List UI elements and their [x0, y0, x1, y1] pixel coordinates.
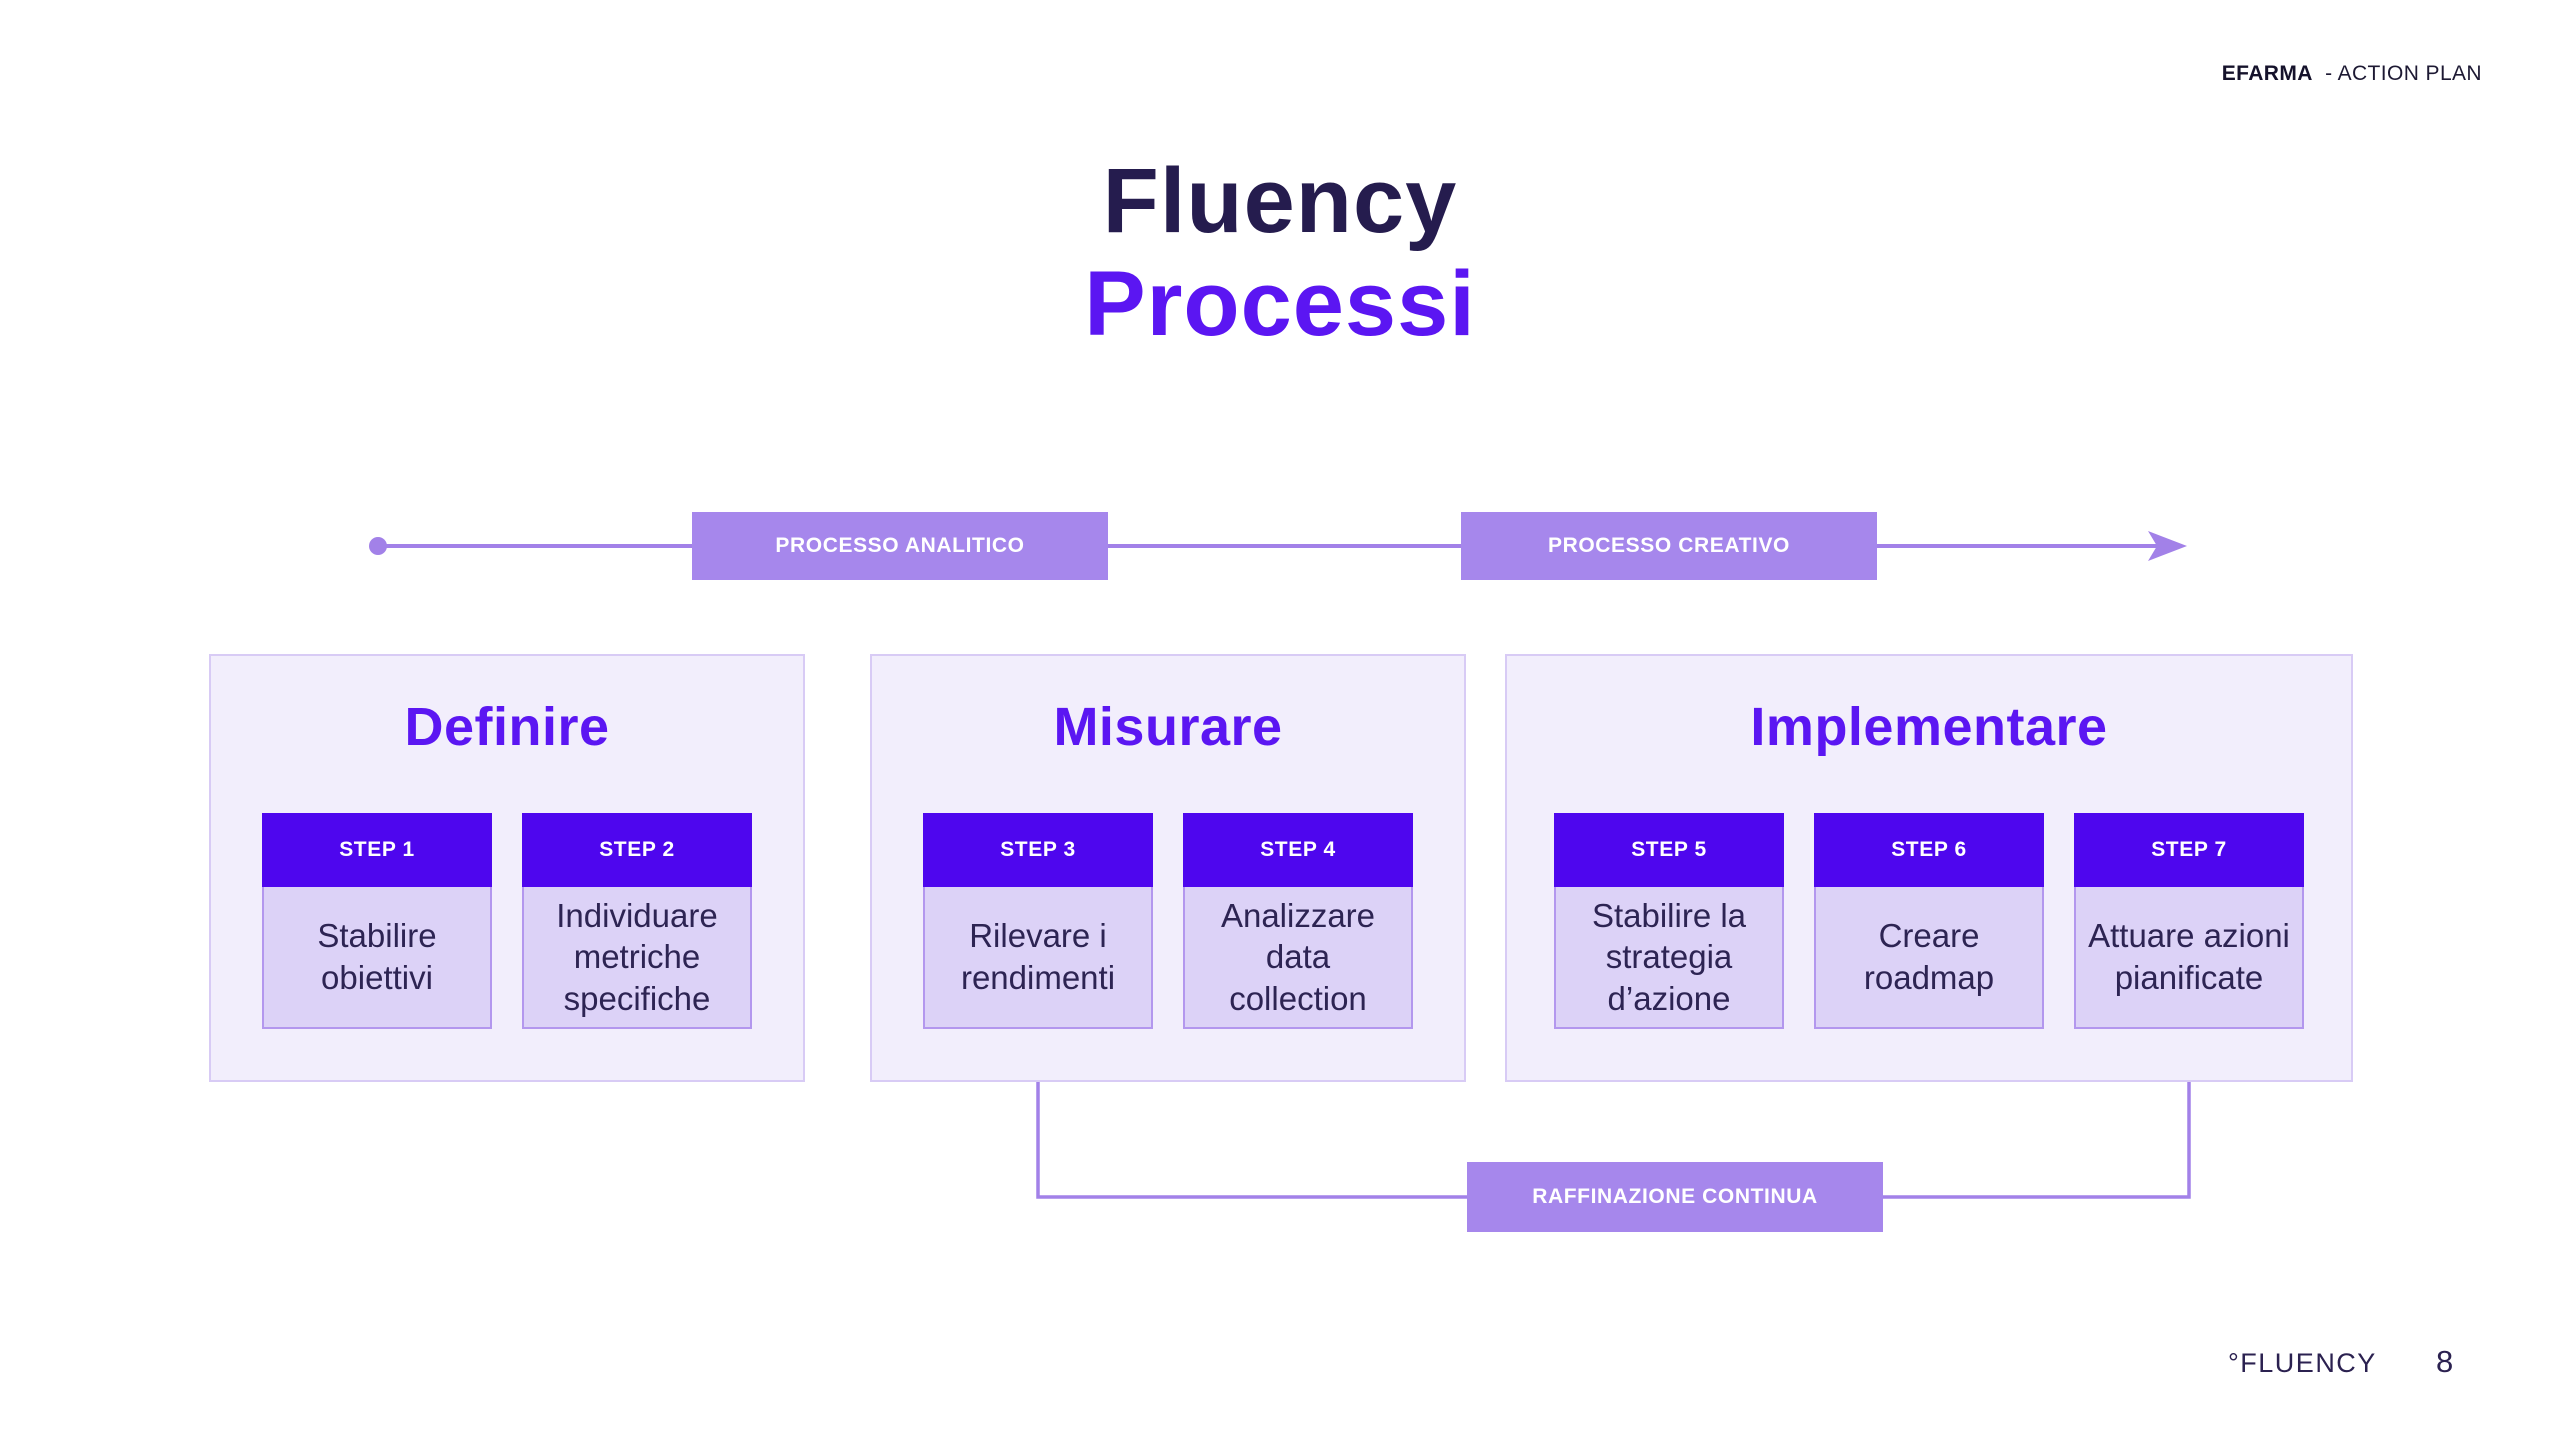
- header-brand: EFARMA: [2221, 62, 2313, 85]
- step-card-7-header: STEP 7: [2074, 813, 2304, 887]
- feedback-label-text: RAFFINAZIONE CONTINUA: [1532, 1185, 1818, 1208]
- title-line-2: Processi: [1084, 253, 1476, 356]
- page-title: Fluency Processi: [0, 150, 2560, 356]
- panel-definire-title: Definire: [404, 697, 610, 757]
- header-subtitle: - ACTION PLAN: [2325, 62, 2482, 85]
- footer-page-number: 8: [2436, 1344, 2454, 1379]
- footer-logo: °FLUENCY: [2228, 1348, 2377, 1378]
- step-card-2-header: STEP 2: [522, 813, 752, 887]
- panel-implementare-cards: STEP 5 Stabilire la strategia d’azione S…: [1507, 813, 2351, 1029]
- step-card-3: STEP 3 Rilevare i rendimenti: [923, 813, 1153, 1029]
- timeline-start-dot: [369, 537, 387, 555]
- panel-definire: Definire STEP 1 Stabilire obiettivi STEP…: [209, 654, 805, 1082]
- step-card-1-text: Stabilire obiettivi: [262, 887, 492, 1029]
- title-line-1: Fluency: [1102, 150, 1458, 252]
- step-card-2-text: Individuare metriche specifiche: [522, 887, 752, 1029]
- step-card-7-text: Attuare azioni pianificate: [2074, 887, 2304, 1029]
- timeline-arrowhead-icon: [2148, 531, 2187, 561]
- slide-header: EFARMA - ACTION PLAN: [2222, 62, 2482, 86]
- step-card-1-header: STEP 1: [262, 813, 492, 887]
- panel-definire-cards: STEP 1 Stabilire obiettivi STEP 2 Indivi…: [211, 813, 803, 1029]
- step-card-6: STEP 6 Creare roadmap: [1814, 813, 2044, 1029]
- timeline-label-analytic-text: PROCESSO ANALITICO: [775, 534, 1025, 557]
- step-card-5-header: STEP 5: [1554, 813, 1784, 887]
- step-card-1: STEP 1 Stabilire obiettivi: [262, 813, 492, 1029]
- timeline-label-creative-text: PROCESSO CREATIVO: [1547, 534, 1790, 557]
- step-card-4-text: Analizzare data collection: [1183, 887, 1413, 1029]
- step-card-5-text: Stabilire la strategia d’azione: [1554, 887, 1784, 1029]
- panel-misurare-cards: STEP 3 Rilevare i rendimenti STEP 4 Anal…: [872, 813, 1464, 1029]
- panel-misurare-title: Misurare: [1053, 697, 1283, 757]
- step-card-5: STEP 5 Stabilire la strategia d’azione: [1554, 813, 1784, 1029]
- timeline-label-analytic: PROCESSO ANALITICO: [692, 512, 1108, 580]
- step-card-3-header: STEP 3: [923, 813, 1153, 887]
- feedback-label: RAFFINAZIONE CONTINUA: [1467, 1162, 1883, 1232]
- step-card-7: STEP 7 Attuare azioni pianificate: [2074, 813, 2304, 1029]
- timeline-label-creative: PROCESSO CREATIVO: [1461, 512, 1877, 580]
- step-card-6-header: STEP 6: [1814, 813, 2044, 887]
- step-card-4: STEP 4 Analizzare data collection: [1183, 813, 1413, 1029]
- step-card-6-text: Creare roadmap: [1814, 887, 2044, 1029]
- panel-implementare-title: Implementare: [1750, 697, 2108, 757]
- step-card-2: STEP 2 Individuare metriche specifiche: [522, 813, 752, 1029]
- panel-implementare: Implementare STEP 5 Stabilire la strateg…: [1505, 654, 2353, 1082]
- step-card-3-text: Rilevare i rendimenti: [923, 887, 1153, 1029]
- panel-misurare: Misurare STEP 3 Rilevare i rendimenti ST…: [870, 654, 1466, 1082]
- step-card-4-header: STEP 4: [1183, 813, 1413, 887]
